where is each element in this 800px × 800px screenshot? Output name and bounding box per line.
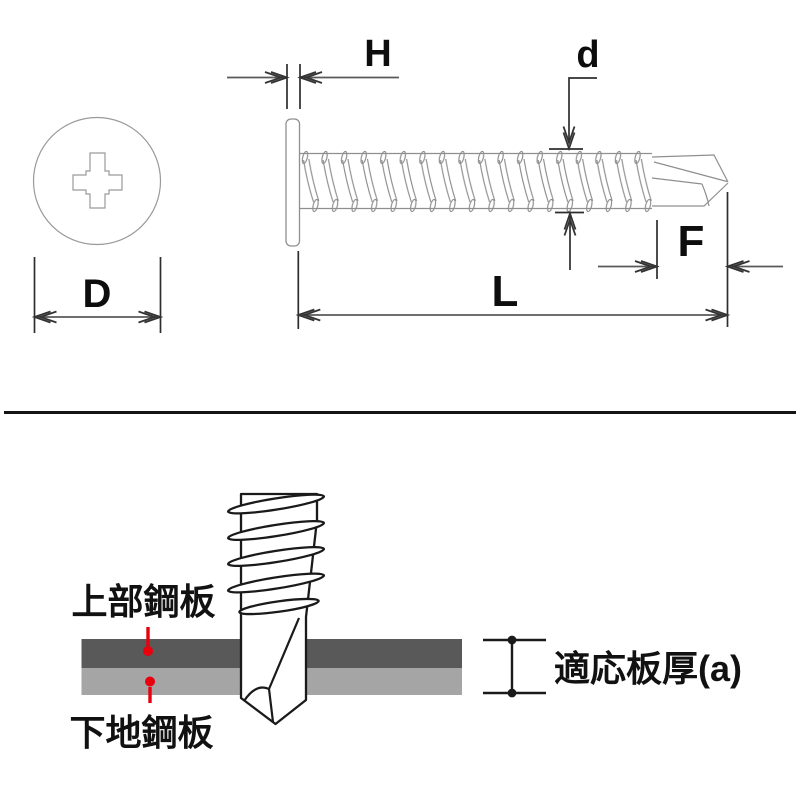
dim-d-ticks (549, 148, 584, 214)
screw-head-side (285, 118, 301, 247)
dimension-D: D (33, 257, 162, 333)
dimension-F: F (598, 192, 783, 327)
thickness-bracket (483, 635, 546, 698)
label-d: d (576, 34, 599, 76)
screw-side-view (285, 118, 729, 247)
top-technical-drawing: H d D F (32, 33, 783, 333)
label-plate-thickness: 適応板厚(a) (554, 648, 742, 689)
phillips-head-front-view (32, 116, 162, 246)
thread-envelope-lines (300, 152, 652, 210)
label-L: L (492, 267, 519, 316)
label-F: F (678, 217, 705, 266)
bracket-dot-bottom (507, 688, 517, 698)
dim-D-extension-lines (33, 257, 162, 333)
label-upper-plate: 上部鋼板 (71, 581, 215, 622)
dim-d-leader-lines (568, 77, 597, 270)
dimension-H: H (227, 33, 399, 109)
phillips-cross-icon (72, 152, 123, 209)
upper-plate-pointer-dot (143, 646, 153, 656)
thickness-bracket-lines (483, 638, 546, 695)
drill-point-outline (651, 154, 729, 207)
label-base-plate: 下地鋼板 (69, 712, 213, 753)
dim-H-extension-lines (286, 64, 301, 109)
bottom-illustration: 適応板厚(a) 上部鋼板 下地鋼板 (69, 492, 742, 753)
dimension-d: d (549, 34, 600, 270)
screw-tip-flute-lines (243, 617, 301, 723)
thread-pattern (300, 150, 652, 213)
screw-tip-threads (226, 493, 326, 616)
base-plate-pointer (145, 676, 155, 703)
dim-F-extension-lines (656, 192, 729, 327)
upper-plate-pointer (143, 627, 153, 656)
label-D: D (83, 272, 112, 316)
base-plate-pointer-dot (145, 676, 155, 687)
label-H: H (364, 33, 391, 75)
dimension-L: L (297, 251, 729, 329)
drilling-screw-tip (226, 492, 326, 726)
bracket-dot-top (507, 635, 517, 645)
